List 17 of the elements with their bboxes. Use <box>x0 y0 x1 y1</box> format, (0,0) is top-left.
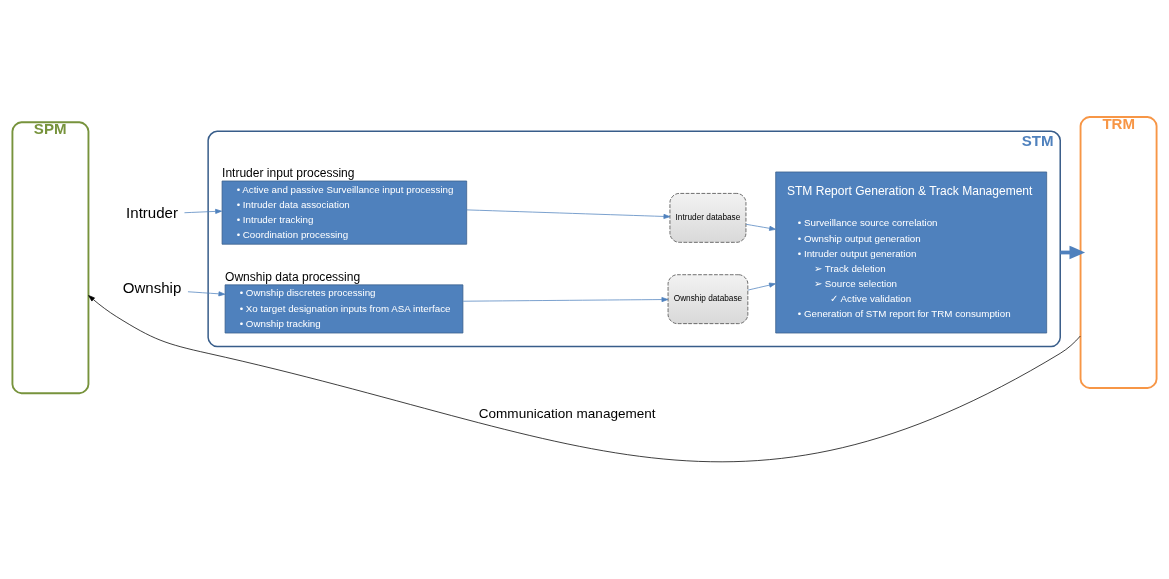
arrow <box>747 282 776 291</box>
arrow <box>88 295 1081 463</box>
node-text: Intruder <box>126 203 178 221</box>
arrow <box>745 223 776 231</box>
edge-label: Communication management <box>478 406 656 422</box>
node-label: Intruder input processing <box>222 166 355 181</box>
node-box: SPM <box>11 121 90 395</box>
node-text: Ownship <box>122 279 182 297</box>
node-box: Ownship database <box>667 274 749 324</box>
arrow <box>466 209 671 219</box>
node-box: Intruder database <box>669 193 747 243</box>
arrow <box>462 297 669 303</box>
node-box: TRM <box>1079 116 1158 389</box>
node-label: Ownship data processing <box>225 269 361 284</box>
node-box: STM Report Generation & Track Management • Surveillance source correlation • Ownship output generation • Intruder output generation ➢ Track deletion ➢ Source selection ✓ Active validation • Generation of STM report for TRM consumption <box>775 171 1048 334</box>
arrow <box>187 291 226 297</box>
arrow <box>184 208 222 214</box>
